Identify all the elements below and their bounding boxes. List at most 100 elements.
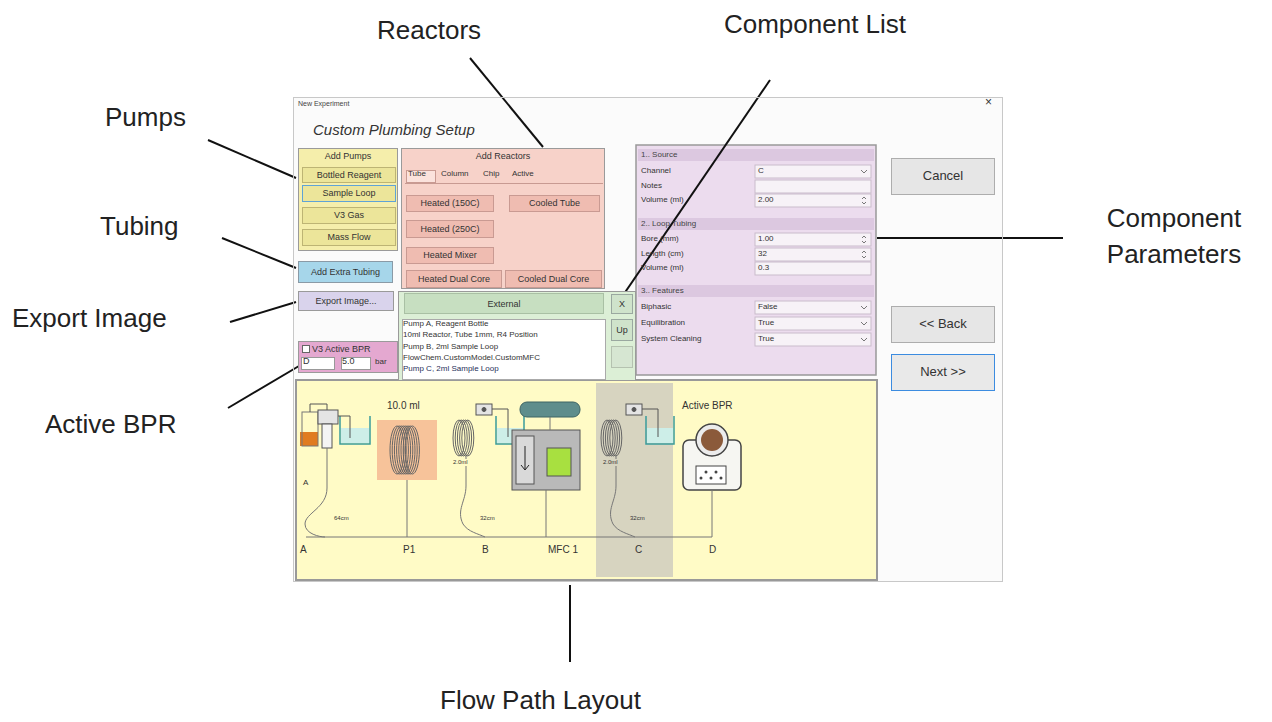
illustration-part <box>296 380 877 580</box>
reagent-beaker <box>340 416 370 444</box>
feed-tube <box>492 409 508 437</box>
spin-arrows <box>862 251 866 258</box>
value-field <box>755 194 871 207</box>
ui-text: Equilibration <box>641 318 685 327</box>
list-box <box>402 319 606 380</box>
button-label: Mass Flow <box>327 232 370 242</box>
flow-label: D <box>708 544 717 556</box>
value-field <box>755 301 871 314</box>
dropdown-arrow <box>861 170 867 173</box>
spin-box <box>341 357 371 370</box>
button-label: Export Image... <box>315 296 376 306</box>
button-label: Bottled Reagent <box>317 170 382 180</box>
dropdown-arrow <box>861 338 867 341</box>
parameters-panel <box>636 145 876 375</box>
flow-label: B <box>481 544 490 556</box>
tab <box>406 170 436 183</box>
flow-label: 2.0ml <box>602 459 619 466</box>
ui-text: 0.3 <box>758 263 769 272</box>
ui-text: Bore (mm) <box>641 234 679 243</box>
flow-path-panel <box>296 380 877 580</box>
checkbox <box>302 345 310 353</box>
reactor-button: Heated (150C) <box>406 195 494 212</box>
bottle-outline <box>302 412 318 446</box>
flow-label: P1 <box>402 544 416 556</box>
button-label: Cancel <box>923 169 963 184</box>
illustration-part <box>230 302 296 322</box>
pump-button: Bottled Reagent <box>302 167 396 183</box>
callout-label: Export Image <box>12 304 167 334</box>
ui-text: Volume (ml) <box>641 263 684 272</box>
reagent-liquid <box>647 428 673 443</box>
dropdown-arrow <box>861 306 867 309</box>
dialog-button: << Back <box>891 306 995 343</box>
reactor-button: Heated Mixer <box>406 247 494 264</box>
ui-text: System Cleaning <box>641 334 701 343</box>
flow-label: 64cm <box>333 515 350 522</box>
ui-text: 2.00 <box>758 195 774 204</box>
bpr-panel: V3 Active BPR <box>298 341 398 373</box>
list-button: Up <box>611 319 633 341</box>
button-label: Add Extra Tubing <box>311 267 380 277</box>
button-label: Add Reactors <box>402 151 604 161</box>
dropdown-arrow <box>861 322 867 325</box>
ui-text: 2.. Loop Tubing <box>641 219 696 228</box>
button-label: X <box>619 299 625 309</box>
illustration-part <box>208 140 296 178</box>
flow-label: 32cm <box>479 515 496 522</box>
mfc-display <box>547 448 571 476</box>
value-field <box>755 248 871 261</box>
dialog-button: Cancel <box>891 158 995 195</box>
dialog-button: Next >> <box>891 354 995 391</box>
flow-label: Active BPR <box>681 400 734 412</box>
flow-label: MFC 1 <box>547 544 579 556</box>
callout-label: Pumps <box>105 103 186 133</box>
illustration-part <box>569 585 571 662</box>
tubing-loop <box>611 456 635 537</box>
flow-label: 2.0ml <box>452 459 469 466</box>
callout-label: Component List <box>720 6 910 42</box>
pump-head <box>476 404 492 415</box>
pump-dot <box>482 408 486 412</box>
dialog-window: New ExperimentCustom Plumbing SetupAdd P… <box>293 97 1003 582</box>
illustration-part <box>636 145 876 375</box>
bpr-plate <box>696 466 726 484</box>
illustration-part <box>613 80 770 310</box>
tubing-loop <box>461 456 485 537</box>
pump-body <box>322 424 332 448</box>
pumps-panel: Add PumpsBottled ReagentSample LoopV3 Ga… <box>298 148 398 251</box>
callout-label: Reactors <box>377 16 481 46</box>
ui-text: 1.. Source <box>641 150 677 159</box>
list-button: X <box>611 294 633 314</box>
coil-winding <box>462 420 474 456</box>
callout-label: Flow Path Layout <box>440 686 641 716</box>
bpr-dial-core <box>701 429 723 451</box>
button-label: Heated Dual Core <box>418 274 490 284</box>
select-box <box>301 357 335 370</box>
feed-tube <box>310 404 350 438</box>
gas-line <box>546 417 550 537</box>
bpr-dial <box>696 424 728 456</box>
bpr-bolt <box>700 477 703 480</box>
coil-winding <box>405 426 419 474</box>
ui-text: C <box>758 166 764 175</box>
pump-head <box>318 410 338 424</box>
pump-button: Sample Loop <box>302 185 396 202</box>
callout-label: Tubing <box>100 212 179 242</box>
button-label: V3 Gas <box>334 210 364 220</box>
flow-line <box>306 490 712 537</box>
illustration-part <box>638 149 874 161</box>
reagent-beaker <box>646 416 674 444</box>
value-field <box>755 165 871 178</box>
callout-label: Active BPR <box>45 410 177 440</box>
spin-arrows <box>862 236 866 243</box>
pump-button: V3 Gas <box>302 207 396 224</box>
button-label: Heated (150C) <box>420 198 479 208</box>
reactor-button: Cooled Dual Core <box>505 270 602 288</box>
export-button: Export Image... <box>298 291 394 311</box>
value-field <box>755 262 871 275</box>
bpr-bolt <box>715 471 718 474</box>
mfc-arrow <box>521 446 529 470</box>
button-label: Heated Mixer <box>423 250 477 260</box>
